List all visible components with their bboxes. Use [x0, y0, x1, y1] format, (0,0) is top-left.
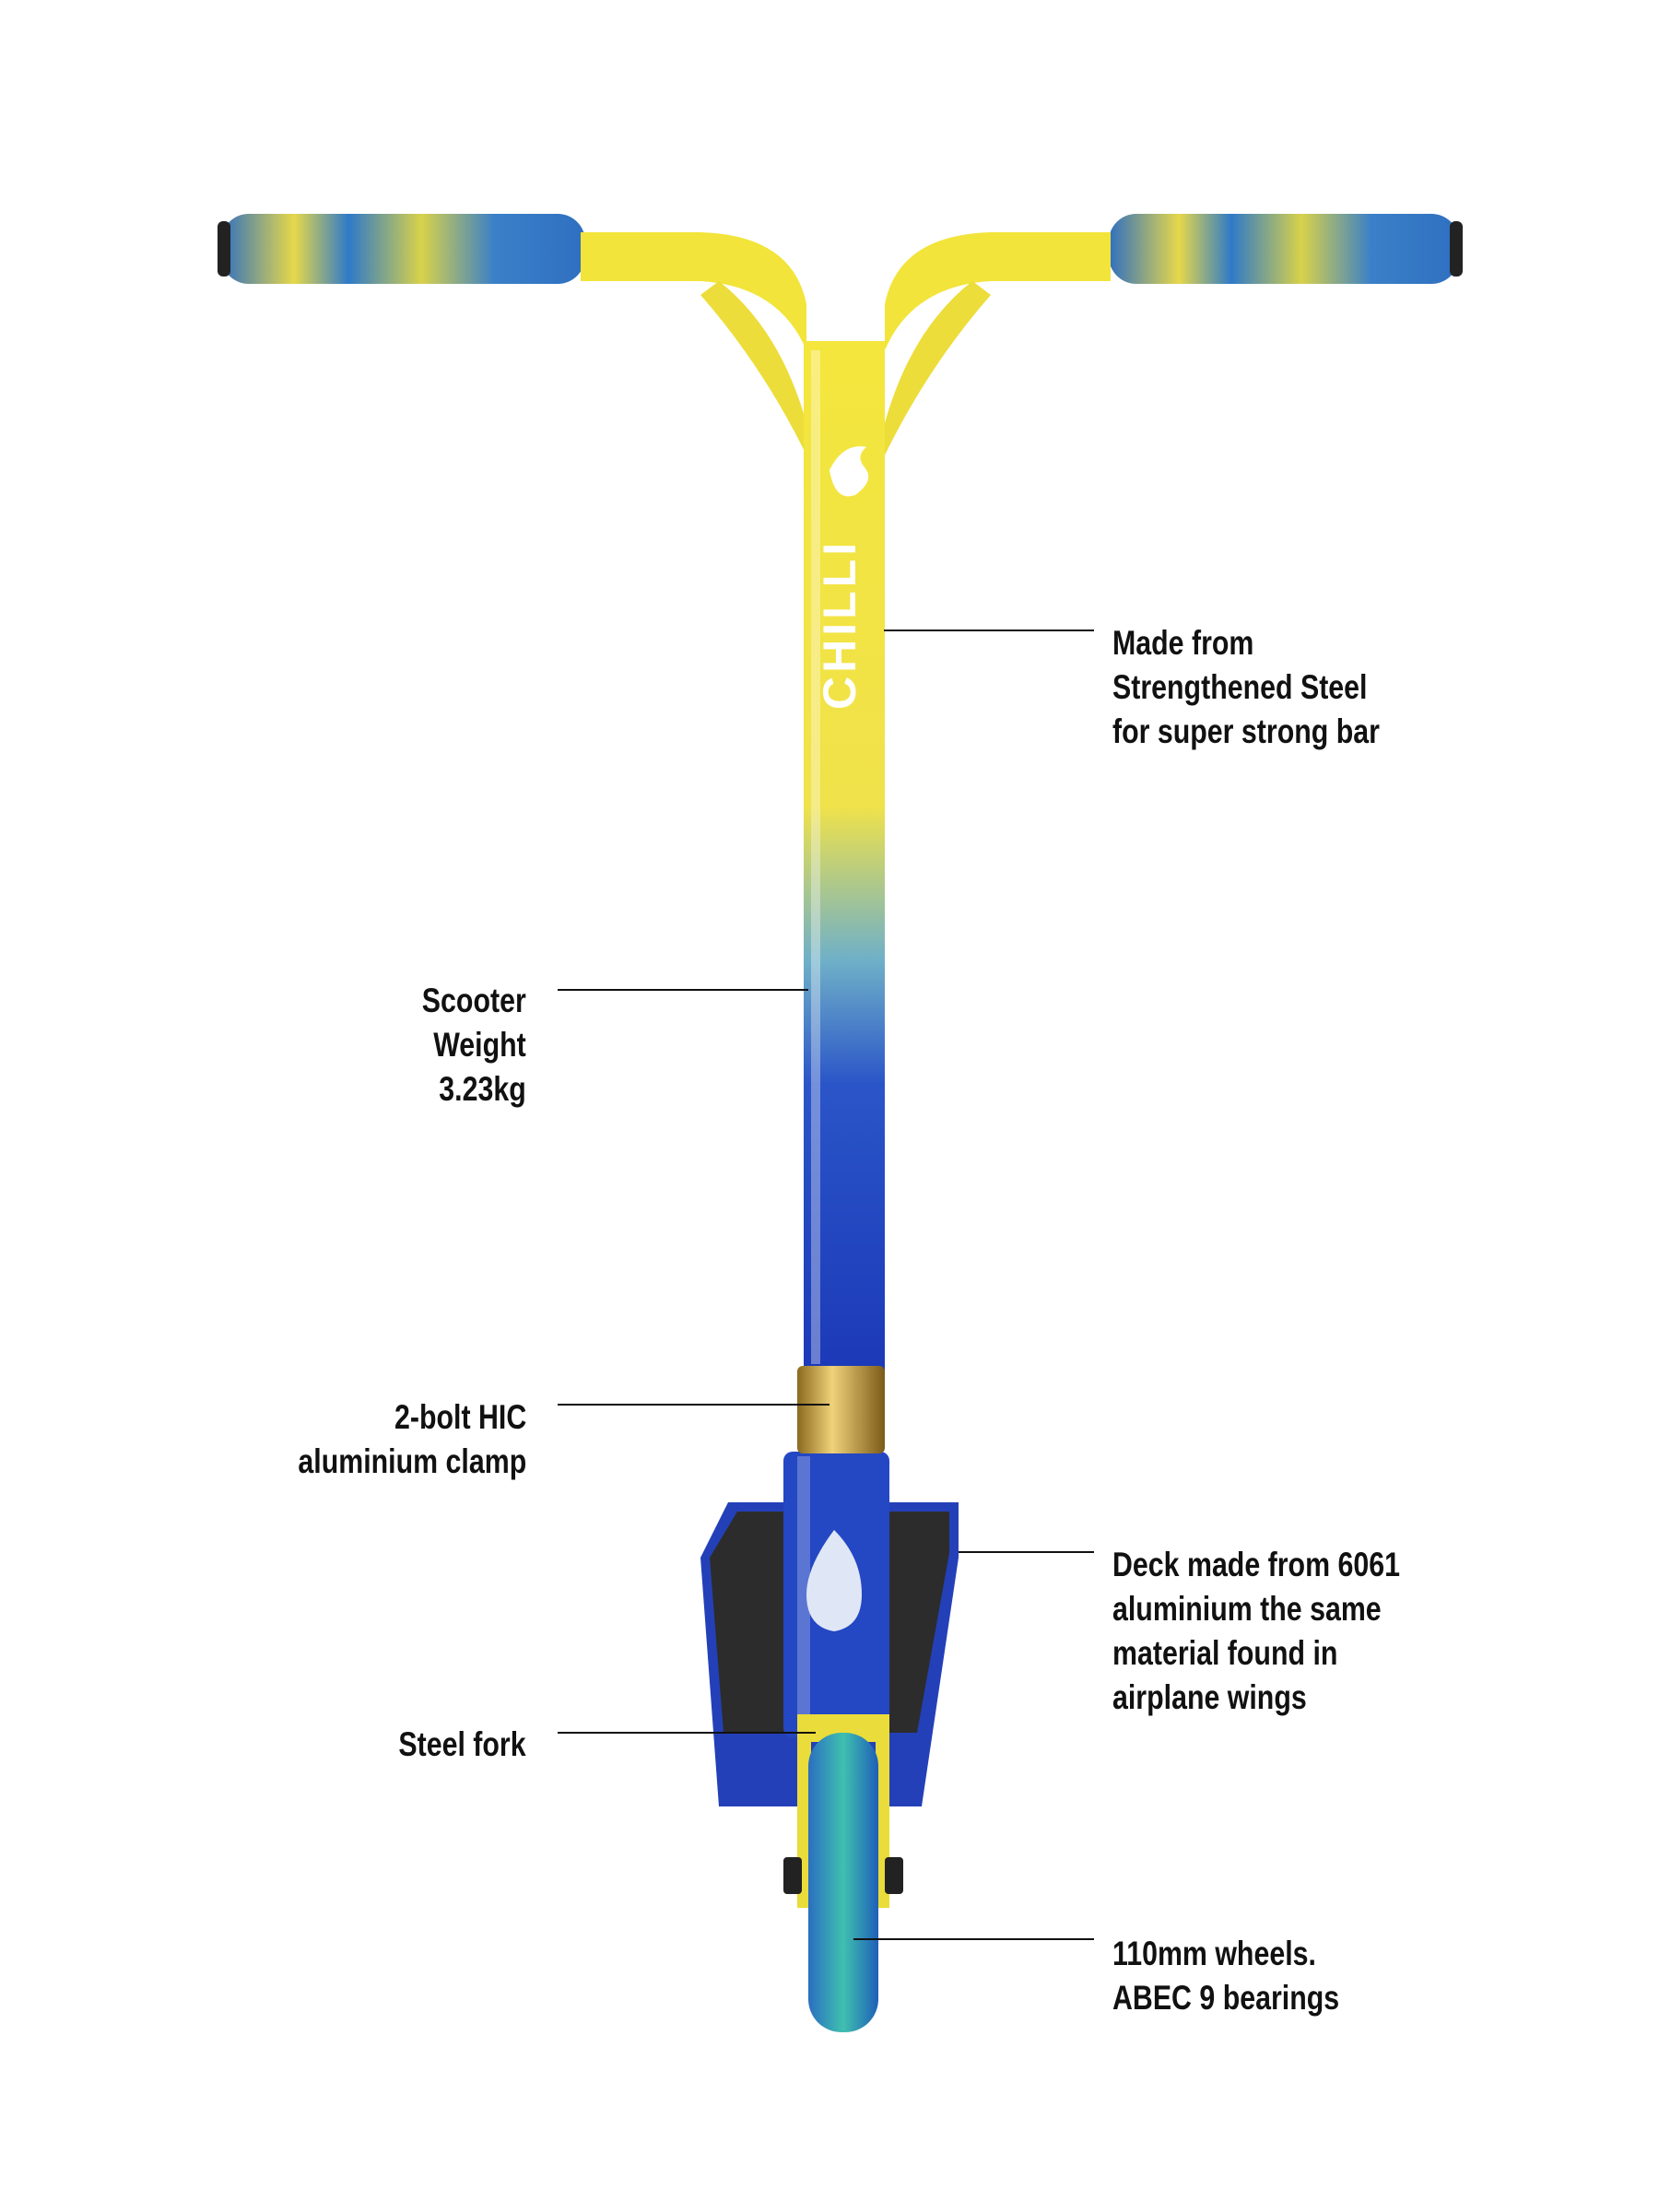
leader-line-clamp — [558, 1404, 830, 1406]
leader-line-bar — [884, 629, 1094, 631]
callout-text: 3.23kg — [439, 1070, 526, 1108]
callout-text: Scooter — [422, 982, 526, 1019]
flame-logo-icon — [830, 446, 869, 497]
fork — [797, 1714, 889, 1908]
callout-fork: Steel fork — [399, 1723, 526, 1767]
callout-deck: Deck made from 6061 aluminium the same m… — [1112, 1543, 1400, 1720]
handlebar-crossbar — [581, 232, 1111, 387]
callout-text: aluminium the same — [1112, 1590, 1382, 1628]
callout-bar: Made from Strengthened Steel for super s… — [1112, 621, 1380, 754]
deck-flame-icon — [806, 1530, 862, 1631]
callout-text: 110mm wheels. — [1112, 1935, 1316, 1972]
handlebar-grip-right — [1109, 214, 1463, 284]
callout-text: Strengthened Steel — [1112, 668, 1368, 706]
leader-line-weight — [558, 989, 808, 991]
leader-line-wheels — [853, 1938, 1094, 1940]
callout-text: aluminium clamp — [298, 1442, 526, 1480]
callout-text: Weight — [433, 1026, 526, 1064]
callout-wheels: 110mm wheels. ABEC 9 bearings — [1112, 1932, 1339, 2020]
brand-logo: CHILLI — [814, 539, 865, 710]
callout-text: ABEC 9 bearings — [1112, 1979, 1340, 2017]
callout-text: for super strong bar — [1112, 712, 1380, 750]
callout-text: Deck made from 6061 — [1112, 1546, 1400, 1583]
callout-text: material found in — [1112, 1634, 1338, 1672]
wheel — [808, 1733, 878, 2032]
leader-line-fork — [558, 1732, 816, 1734]
callout-text: 2-bolt HIC — [394, 1398, 526, 1436]
stem-bar — [804, 341, 885, 1373]
callout-weight: Scooter Weight 3.23kg — [422, 979, 526, 1112]
leader-line-deck — [959, 1551, 1094, 1553]
clamp — [797, 1366, 885, 1453]
handlebar-brace — [700, 281, 991, 461]
handlebar-grip-left — [218, 214, 585, 284]
callout-text: Made from — [1112, 624, 1254, 662]
callout-clamp: 2-bolt HIC aluminium clamp — [298, 1395, 526, 1484]
callout-text: Steel fork — [398, 1725, 526, 1763]
callout-text: airplane wings — [1112, 1678, 1307, 1716]
